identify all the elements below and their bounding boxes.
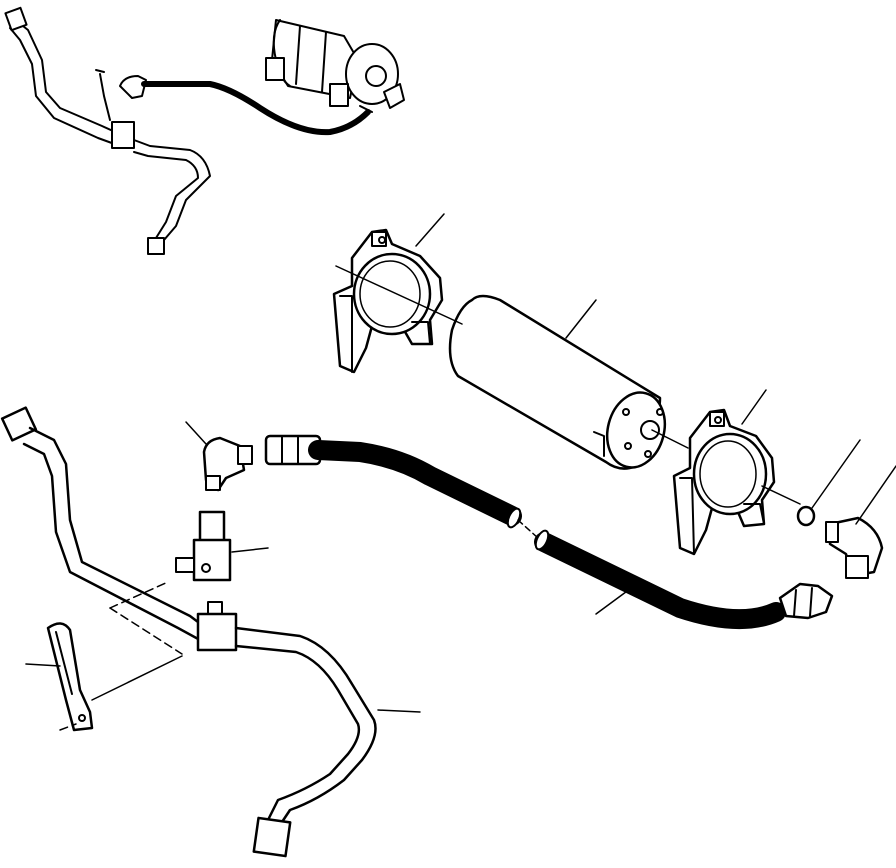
elbow-fitting-left (202, 436, 253, 492)
supply-tube (0, 406, 377, 858)
elbow-fitting-right (825, 516, 884, 579)
valve-lever (46, 622, 94, 732)
leader-lines (25, 213, 896, 731)
o-ring (796, 505, 816, 527)
mounting-bracket-right (672, 408, 776, 556)
mounting-bracket-left (332, 228, 444, 374)
tee-fitting (175, 510, 232, 619)
overview-assembly (4, 6, 405, 255)
filter-canister (448, 294, 667, 470)
hydraulic-hose (264, 434, 834, 630)
